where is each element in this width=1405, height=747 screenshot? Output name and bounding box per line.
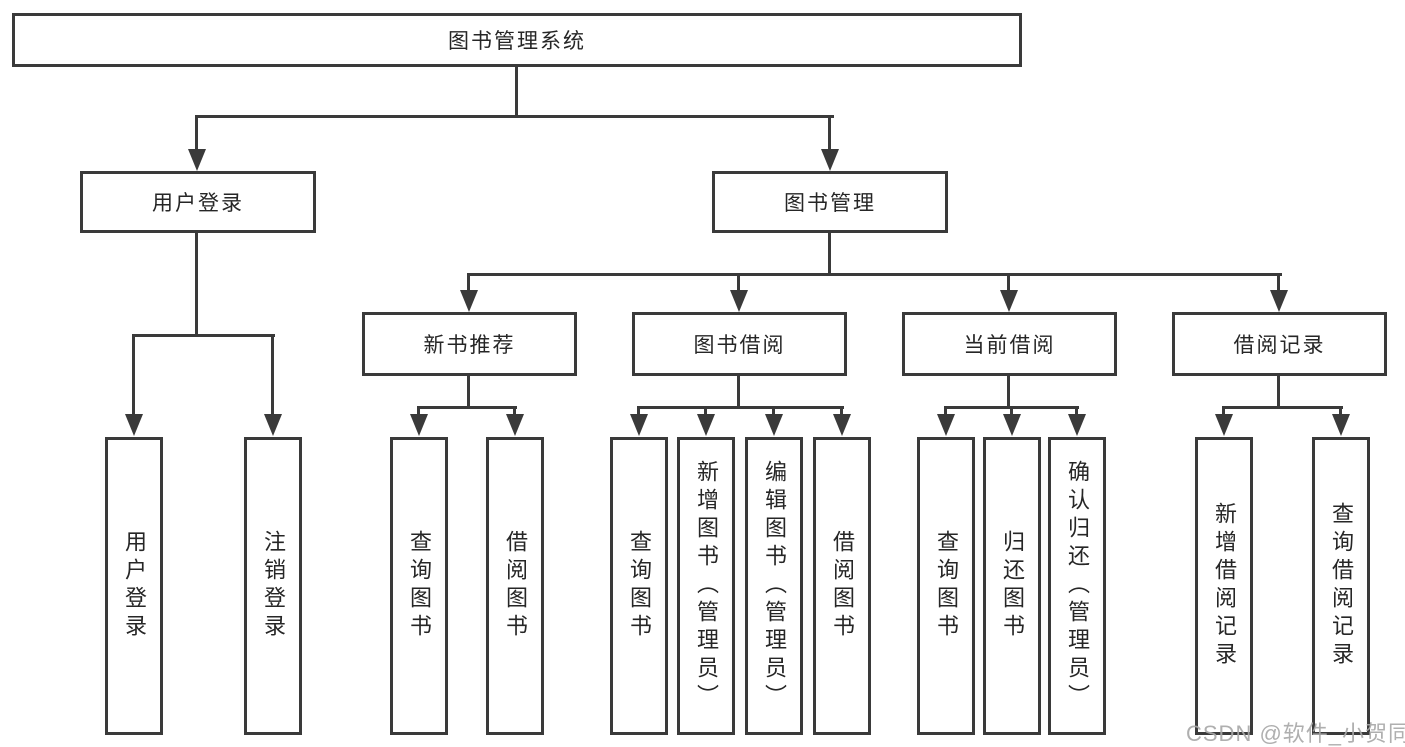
arrowhead-down-icon	[1000, 290, 1018, 312]
leaf-label: 编辑图书（管理员）	[762, 460, 787, 712]
connector-line	[132, 334, 135, 416]
connector-line	[1007, 374, 1010, 409]
connector-line	[828, 232, 831, 276]
leaf-label: 查询图书	[627, 530, 652, 642]
connector-line	[195, 232, 198, 337]
connector-line	[704, 406, 707, 418]
connector-line	[1339, 406, 1342, 418]
arrowhead-down-icon	[1068, 414, 1086, 436]
node-book-management: 图书管理	[712, 171, 948, 233]
connector-line	[195, 115, 198, 151]
arrowhead-down-icon	[833, 414, 851, 436]
arrowhead-down-icon	[506, 414, 524, 436]
arrowhead-down-icon	[765, 414, 783, 436]
connector-line	[468, 273, 1282, 276]
node-borrowing-records: 借阅记录	[1172, 312, 1387, 376]
connector-line	[737, 374, 740, 409]
arrowhead-down-icon	[264, 414, 282, 436]
arrowhead-down-icon	[697, 414, 715, 436]
watermark: CSDN @软件_小贺同学	[1186, 721, 1405, 746]
node-book-borrowing: 图书借阅	[632, 312, 847, 376]
connector-line	[417, 406, 420, 418]
leaf-label: 新增借阅记录	[1212, 502, 1237, 670]
arrowhead-down-icon	[410, 414, 428, 436]
leaf-borrow-books-recommend: 借阅图书	[486, 437, 544, 735]
connector-line	[417, 406, 517, 409]
arrowhead-down-icon	[1003, 414, 1021, 436]
node-label: 当前借阅	[963, 334, 1056, 357]
connector-line	[637, 406, 640, 418]
leaf-query-books-borrowing: 查询图书	[610, 437, 668, 735]
connector-line	[1277, 273, 1280, 293]
connector-line	[828, 115, 831, 151]
arrowhead-down-icon	[188, 149, 206, 171]
node-current-borrowing: 当前借阅	[902, 312, 1117, 376]
leaf-logout: 注销登录	[244, 437, 302, 735]
leaf-label: 借阅图书	[830, 530, 855, 642]
node-label: 图书管理	[784, 192, 876, 215]
leaf-add-books-admin: 新增图书（管理员）	[677, 437, 735, 735]
leaf-add-borrow-record: 新增借阅记录	[1195, 437, 1253, 735]
arrowhead-down-icon	[821, 149, 839, 171]
connector-line	[271, 334, 274, 416]
arrowhead-down-icon	[460, 290, 478, 312]
node-label: 图书借阅	[693, 334, 786, 357]
connector-line	[1007, 273, 1010, 293]
connector-line	[840, 406, 843, 418]
leaf-label: 借阅图书	[503, 530, 528, 642]
arrowhead-down-icon	[1270, 290, 1288, 312]
leaf-label: 查询图书	[407, 530, 432, 642]
arrowhead-down-icon	[730, 290, 748, 312]
connector-line	[944, 406, 947, 418]
connector-line	[1277, 374, 1280, 409]
leaf-edit-books-admin: 编辑图书（管理员）	[745, 437, 803, 735]
leaf-query-borrow-record: 查询借阅记录	[1312, 437, 1370, 735]
arrowhead-down-icon	[1332, 414, 1350, 436]
leaf-label: 用户登录	[122, 530, 147, 642]
connector-line	[637, 406, 844, 409]
node-label: 图书管理系统	[448, 30, 586, 53]
connector-line	[737, 273, 740, 293]
arrowhead-down-icon	[125, 414, 143, 436]
connector-line	[1010, 406, 1013, 418]
connector-line	[195, 115, 834, 118]
connector-line	[1222, 406, 1225, 418]
leaf-label: 查询借阅记录	[1329, 502, 1354, 670]
connector-line	[515, 65, 518, 118]
leaf-label: 查询图书	[934, 530, 959, 642]
leaf-label: 确认归还（管理员）	[1065, 460, 1090, 712]
node-user-login: 用户登录	[80, 171, 316, 233]
connector-line	[772, 406, 775, 418]
leaf-user-login: 用户登录	[105, 437, 163, 735]
node-label: 新书推荐	[423, 334, 516, 357]
node-label: 用户登录	[152, 192, 244, 215]
leaf-return-books: 归还图书	[983, 437, 1041, 735]
connector-line	[467, 273, 470, 293]
connector-line	[467, 374, 470, 409]
leaf-borrow-books: 借阅图书	[813, 437, 871, 735]
arrowhead-down-icon	[1215, 414, 1233, 436]
leaf-label: 注销登录	[261, 530, 286, 642]
connector-line	[132, 334, 275, 337]
leaf-query-books-recommend: 查询图书	[390, 437, 448, 735]
node-label: 借阅记录	[1233, 334, 1326, 357]
leaf-query-books-current: 查询图书	[917, 437, 975, 735]
leaf-label: 归还图书	[1000, 530, 1025, 642]
arrowhead-down-icon	[937, 414, 955, 436]
node-library-management-system: 图书管理系统	[12, 13, 1022, 67]
leaf-confirm-return-admin: 确认归还（管理员）	[1048, 437, 1106, 735]
leaf-label: 新增图书（管理员）	[694, 460, 719, 712]
connector-line	[1222, 406, 1343, 409]
connector-line	[513, 406, 516, 418]
connector-line	[1075, 406, 1078, 418]
arrowhead-down-icon	[630, 414, 648, 436]
node-new-book-recommendation: 新书推荐	[362, 312, 577, 376]
